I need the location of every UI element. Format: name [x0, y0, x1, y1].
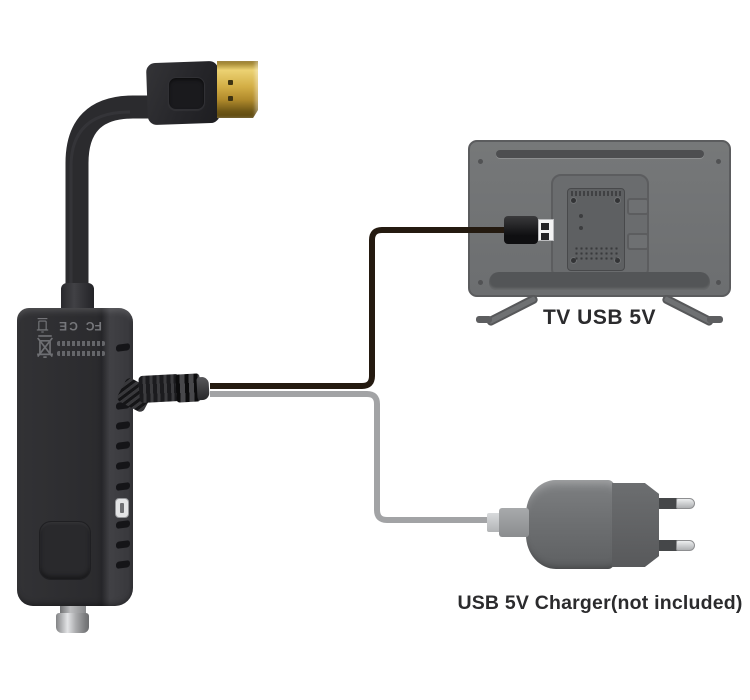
- usb-contact: [541, 223, 549, 230]
- speaker-perforation: [574, 246, 618, 262]
- charger-pin: [655, 498, 695, 509]
- power-plug-barrel: [138, 373, 181, 404]
- charger-pin-base: [655, 540, 678, 551]
- hdmi-pin-hole: [228, 96, 233, 101]
- tv-stand-foot: [707, 316, 723, 323]
- tv-usb-label: TV USB 5V: [542, 306, 657, 329]
- regulatory-markings: FC CE: [24, 314, 114, 338]
- regulatory-text-line: [57, 351, 105, 356]
- tv-panel-step: [627, 198, 649, 215]
- charger-pin-tip: [676, 540, 695, 551]
- micro-usb-slot: [120, 503, 124, 513]
- hdmi-connector-indent: [168, 77, 205, 110]
- charger-pin-base: [655, 498, 678, 509]
- hdmi-cable: [65, 95, 156, 305]
- tv-vesa-plate: [567, 188, 625, 271]
- charger-usb-plug-body: [499, 508, 529, 537]
- tv-top-vent-slot: [496, 150, 704, 158]
- tv-panel-step: [627, 233, 649, 250]
- hdmi-gold-plug: [217, 61, 258, 118]
- regulatory-text-line: [57, 341, 105, 346]
- ce-mark: CE: [57, 319, 78, 333]
- tv-screw: [478, 280, 483, 285]
- ir-window-panel: [39, 521, 91, 580]
- tv-screw: [478, 159, 483, 164]
- tv-screw: [716, 159, 721, 164]
- charger-label: USB 5V Charger(not included): [457, 592, 743, 614]
- vesa-plate-vents: [571, 191, 621, 196]
- power-plug-cap: [196, 376, 210, 401]
- vesa-hole: [579, 226, 583, 230]
- tv-screw: [716, 280, 721, 285]
- antenna-connector-neck: [60, 604, 86, 615]
- weee-bin-icon: [36, 318, 49, 334]
- charger-pin: [655, 540, 695, 551]
- hdmi-pin-hole: [228, 80, 233, 85]
- charger-plug-face: [612, 483, 659, 567]
- vesa-screw: [615, 198, 620, 203]
- usb-plug-body: [504, 216, 538, 244]
- charger-body: [526, 480, 614, 569]
- usb-contact: [541, 233, 549, 240]
- antenna-coax-connector: [56, 613, 89, 633]
- vesa-hole: [579, 214, 583, 218]
- fcc-mark: FC: [85, 319, 102, 333]
- vesa-screw: [571, 198, 576, 203]
- micro-usb-port: [115, 498, 129, 518]
- charger-usb-plug-tip: [487, 513, 501, 532]
- weee-crossed-bin-icon: [37, 335, 53, 358]
- vesa-screw: [571, 258, 576, 263]
- cable-to-charger: [210, 391, 490, 523]
- tv-bottom-band: [489, 272, 710, 290]
- charger-pin-tip: [676, 498, 695, 509]
